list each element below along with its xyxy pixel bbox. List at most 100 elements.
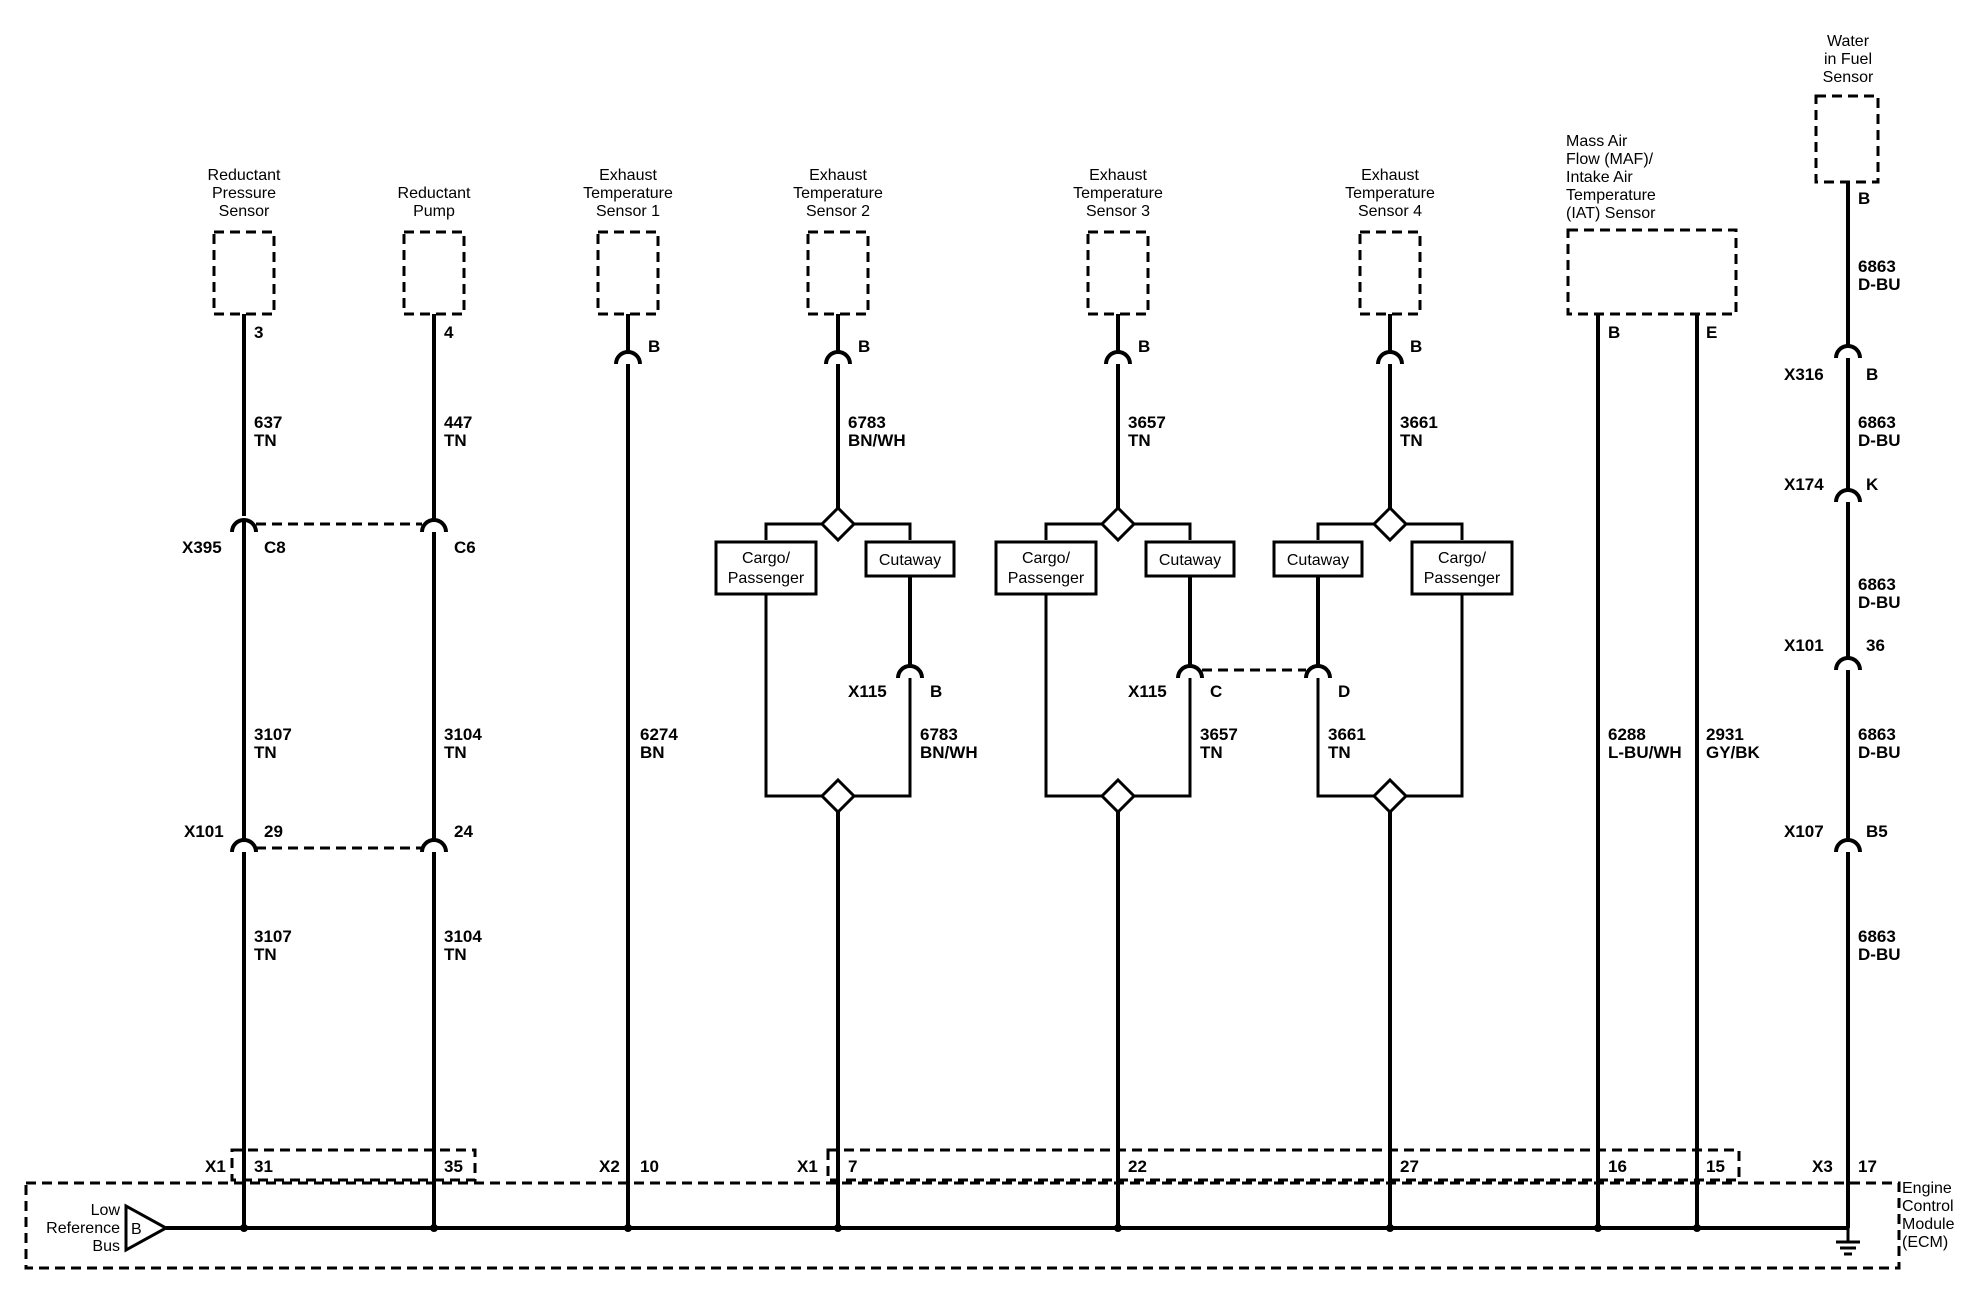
svg-text:Module: Module	[1902, 1216, 1955, 1233]
wire-label-2931: 2931 GY/BK	[1706, 725, 1761, 762]
svg-text:Exhaust: Exhaust	[809, 167, 867, 184]
svg-text:6863: 6863	[1858, 575, 1896, 594]
svg-text:Low: Low	[91, 1202, 121, 1219]
svg-text:17: 17	[1858, 1157, 1877, 1176]
svg-text:Temperature: Temperature	[1345, 185, 1435, 202]
svg-text:Temperature: Temperature	[1566, 187, 1656, 204]
wire-label-3104-mid: 3104 TN	[444, 725, 482, 762]
svg-text:Reductant: Reductant	[208, 167, 281, 184]
wire-label-6288: 6288 L-BU/WH	[1608, 725, 1682, 762]
svg-text:X115: X115	[1128, 682, 1167, 701]
svg-text:B: B	[1866, 365, 1878, 384]
svg-text:(IAT) Sensor: (IAT) Sensor	[1566, 205, 1656, 222]
splice-ets3-bottom	[1099, 777, 1137, 815]
connector-x101-36: X101 36	[1784, 636, 1885, 671]
svg-text:B: B	[1410, 337, 1422, 356]
svg-text:(ECM): (ECM)	[1902, 1234, 1948, 1251]
svg-text:Reference: Reference	[46, 1220, 120, 1237]
low-reference-bus: Low Reference Bus B	[46, 1202, 170, 1255]
svg-text:X1: X1	[797, 1157, 818, 1176]
exhaust-temperature-sensor-3: Exhaust Temperature Sensor 3	[1073, 167, 1163, 316]
svg-text:BN/WH: BN/WH	[848, 431, 906, 450]
wire-label-3107-mid: 3107 TN	[254, 725, 292, 762]
connector-x316: X316 B	[1784, 344, 1878, 384]
svg-text:3107: 3107	[254, 927, 292, 946]
svg-text:Cutaway: Cutaway	[1287, 552, 1349, 569]
svg-text:6783: 6783	[920, 725, 958, 744]
svg-text:Cutaway: Cutaway	[1159, 552, 1221, 569]
svg-text:3104: 3104	[444, 725, 482, 744]
svg-text:Reductant: Reductant	[398, 185, 471, 202]
connector-x174: X174 K	[1784, 475, 1879, 503]
svg-text:B: B	[858, 337, 870, 356]
ecm-label: Engine Control Module (ECM)	[1902, 1180, 1955, 1251]
wire-label-447: 447 TN	[444, 413, 472, 450]
svg-text:637: 637	[254, 413, 282, 432]
connector-x115-c: X115 C	[1128, 664, 1222, 701]
svg-text:X2: X2	[599, 1157, 620, 1176]
svg-text:TN: TN	[254, 945, 277, 964]
wire-label-3661-cut: 3661 TN	[1328, 725, 1366, 762]
svg-text:D-BU: D-BU	[1858, 945, 1901, 964]
ecm-connector-x1-a	[230, 1148, 477, 1182]
svg-text:D-BU: D-BU	[1858, 743, 1901, 762]
reductant-pressure-sensor: Reductant Pressure Sensor 3	[208, 167, 281, 342]
svg-text:X1: X1	[205, 1157, 226, 1176]
svg-text:6863: 6863	[1858, 725, 1896, 744]
svg-text:Exhaust: Exhaust	[599, 167, 657, 184]
svg-text:4: 4	[444, 323, 454, 342]
wire-label-3661-top: 3661 TN	[1400, 413, 1438, 450]
splice-ets4-top	[1371, 505, 1409, 543]
svg-text:3: 3	[254, 323, 263, 342]
svg-text:X101: X101	[184, 822, 224, 841]
svg-text:Passenger: Passenger	[728, 570, 805, 587]
svg-text:Intake Air: Intake Air	[1566, 169, 1633, 186]
svg-text:Temperature: Temperature	[793, 185, 883, 202]
svg-text:X3: X3	[1812, 1157, 1833, 1176]
svg-text:Cargo/: Cargo/	[742, 550, 791, 567]
svg-text:Exhaust: Exhaust	[1361, 167, 1419, 184]
svg-text:6288: 6288	[1608, 725, 1646, 744]
svg-text:Exhaust: Exhaust	[1089, 167, 1147, 184]
svg-text:22: 22	[1128, 1157, 1147, 1176]
svg-text:6783: 6783	[848, 413, 886, 432]
svg-text:Passenger: Passenger	[1008, 570, 1085, 587]
svg-text:X395: X395	[182, 538, 222, 557]
exhaust-temperature-sensor-4: Exhaust Temperature Sensor 4	[1345, 167, 1435, 316]
svg-text:2931: 2931	[1706, 725, 1744, 744]
svg-text:TN: TN	[254, 431, 277, 450]
connector-x101-29: X101 29	[184, 822, 283, 853]
svg-text:X101: X101	[1784, 636, 1824, 655]
svg-text:29: 29	[264, 822, 283, 841]
svg-text:15: 15	[1706, 1157, 1725, 1176]
wire-label-6863-4: 6863 D-BU	[1858, 725, 1901, 762]
svg-text:Flow (MAF)/: Flow (MAF)/	[1566, 151, 1654, 168]
svg-text:Pump: Pump	[413, 203, 455, 220]
svg-text:TN: TN	[444, 945, 467, 964]
svg-text:Control: Control	[1902, 1198, 1954, 1215]
svg-text:3661: 3661	[1328, 725, 1366, 744]
svg-text:3104: 3104	[444, 927, 482, 946]
svg-text:Temperature: Temperature	[583, 185, 673, 202]
svg-text:C8: C8	[264, 538, 286, 557]
svg-text:TN: TN	[1128, 431, 1151, 450]
svg-text:Water: Water	[1827, 33, 1870, 50]
svg-text:B: B	[1858, 189, 1870, 208]
connector-x115-b: X115 B	[848, 656, 942, 701]
water-in-fuel-sensor: Water in Fuel Sensor B	[1814, 33, 1880, 208]
svg-text:27: 27	[1400, 1157, 1419, 1176]
svg-text:E: E	[1706, 323, 1717, 342]
connector-ets2: B	[824, 337, 870, 365]
svg-text:D-BU: D-BU	[1858, 431, 1901, 450]
svg-text:3661: 3661	[1400, 413, 1438, 432]
wire-label-3104-bot: 3104 TN	[444, 927, 482, 964]
svg-text:Passenger: Passenger	[1424, 570, 1501, 587]
svg-text:Sensor 1: Sensor 1	[596, 203, 660, 220]
svg-text:D: D	[1338, 682, 1350, 701]
ecm-connector-x1-b	[826, 1148, 1741, 1182]
svg-text:Sensor 4: Sensor 4	[1358, 203, 1422, 220]
splice-ets2-bottom	[819, 777, 857, 815]
option-cargo-passenger-ets2: Cargo/ Passenger	[714, 540, 818, 596]
svg-text:Bus: Bus	[92, 1238, 120, 1255]
svg-text:24: 24	[454, 822, 473, 841]
